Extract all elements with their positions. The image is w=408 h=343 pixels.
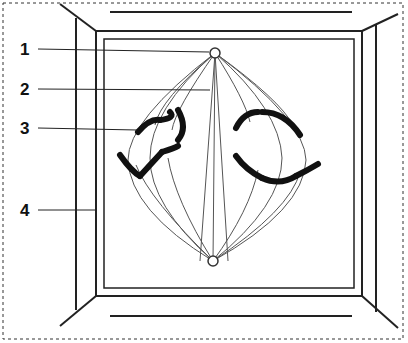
leader-lines	[38, 49, 210, 210]
chromosomes	[120, 110, 318, 182]
callout-number: 3	[20, 120, 29, 137]
centrosome	[208, 48, 220, 266]
cell-wall	[60, 4, 398, 328]
dashed-frame	[3, 3, 403, 339]
callout-number: 1	[20, 41, 29, 58]
spindle-fibres	[128, 53, 306, 261]
callout-number: 4	[20, 202, 29, 219]
callout-number: 2	[20, 81, 29, 98]
